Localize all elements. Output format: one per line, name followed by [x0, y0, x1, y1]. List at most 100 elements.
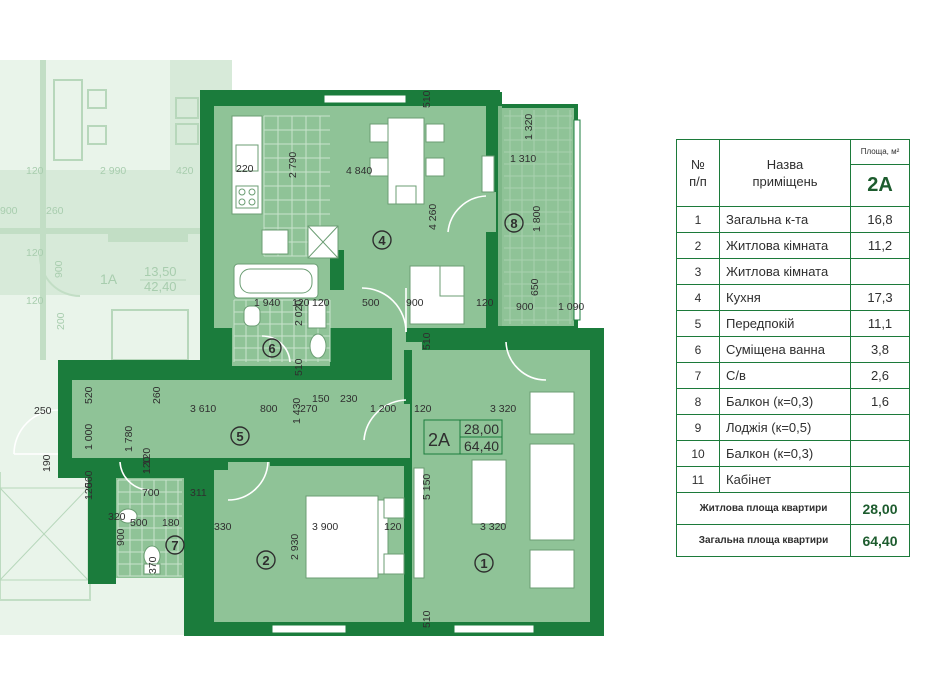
- dimension-label: 800: [260, 403, 278, 415]
- neighbor-dimension-label: 900: [53, 260, 65, 278]
- dimension-label: 120: [414, 403, 432, 415]
- room-marker-circle: [256, 550, 276, 570]
- room-marker-circle: [372, 230, 392, 250]
- room-marker-8: 8: [510, 216, 517, 231]
- total-area-value: 64,40: [850, 524, 910, 557]
- dimension-label: 3 900: [312, 521, 338, 533]
- total-area-row: Загальна площа квартири 64,40: [676, 524, 910, 557]
- neighbor-total: 42,40: [144, 279, 177, 294]
- legend-apartment-code: 2A: [867, 174, 893, 196]
- room-marker-circle: [165, 535, 185, 555]
- dimension-label: 2 930: [289, 534, 301, 560]
- dimension-label: 4 840: [346, 165, 372, 177]
- apartment-living: 28,00: [464, 421, 499, 437]
- dimension-label: 220: [236, 163, 254, 175]
- total-area-label: Загальна площа квартири: [676, 524, 851, 557]
- dimension-label: 150: [312, 393, 330, 405]
- legend-row-area: 1,6: [850, 388, 910, 415]
- legend-area-unit: Площа, м²: [851, 141, 909, 165]
- dimension-label: 250: [34, 405, 52, 417]
- dimension-label: 1 310: [510, 153, 536, 165]
- dimension-label: 2 790: [287, 152, 299, 178]
- dimension-label: 510: [293, 358, 305, 376]
- legend-row-name: Кабінет: [719, 466, 851, 493]
- room-marker-circle: [504, 213, 524, 233]
- legend-row-name: Передпокій: [719, 310, 851, 337]
- living-area-row: Житлова площа квартири 28,00: [676, 492, 910, 525]
- neighbor-code: 1A: [100, 271, 118, 287]
- room-marker-5: 5: [236, 429, 243, 444]
- legend-row-num: 2: [676, 232, 720, 259]
- dimension-label: 1 940: [254, 297, 280, 309]
- room-marker-circle: [262, 338, 282, 358]
- living-area-value: 28,00: [850, 492, 910, 525]
- legend-row-name: Житлова кімната: [719, 258, 851, 285]
- dimension-label: 3 610: [190, 403, 216, 415]
- neighbor-dimension-label: 420: [176, 165, 194, 177]
- dimension-label: 1 780: [123, 426, 135, 452]
- legend-row-name: Балкон (к=0,3): [719, 440, 851, 467]
- neighbor-dimension-label: 120: [26, 165, 44, 177]
- legend-row-area: 16,8: [850, 206, 910, 233]
- dimension-label: 900: [406, 297, 424, 309]
- room-marker-2: 2: [262, 553, 269, 568]
- legend-row-area: [850, 414, 910, 441]
- legend-row-num: 5: [676, 310, 720, 337]
- dimension-label: 120: [312, 297, 330, 309]
- neighbor-dimension-label: 120: [26, 247, 44, 259]
- dimension-label: 700: [142, 487, 160, 499]
- dimension-label: 650: [529, 278, 541, 296]
- dimension-label: 510: [421, 332, 433, 350]
- dimension-label: 1 090: [558, 301, 584, 313]
- legend-row-name: Кухня: [719, 284, 851, 311]
- legend-row-num: 9: [676, 414, 720, 441]
- neighbor-dimension-label: 900: [0, 205, 18, 217]
- dimension-label: 1 000: [83, 424, 95, 450]
- legend-row-name: Балкон (к=0,3): [719, 388, 851, 415]
- room-marker-circle: [230, 426, 250, 446]
- legend-row-num: 8: [676, 388, 720, 415]
- room-marker-1: 1: [480, 556, 487, 571]
- neighbor-dimension-label: 2 990: [100, 165, 126, 177]
- dimension-label: 900: [115, 528, 127, 546]
- legend-row-area: 2,6: [850, 362, 910, 389]
- legend-row-num: 1: [676, 206, 720, 233]
- dimension-label: 560: [83, 470, 95, 488]
- dimension-label: 120: [83, 482, 95, 500]
- dimension-label: 520: [83, 386, 95, 404]
- legend-row-num: 4: [676, 284, 720, 311]
- legend-row-area: [850, 258, 910, 285]
- room-marker-7: 7: [171, 538, 178, 553]
- legend-row-area: 3,8: [850, 336, 910, 363]
- dimension-label: 330: [214, 521, 232, 533]
- dimension-label: 120: [141, 456, 153, 474]
- dimension-label: 5 150: [421, 474, 433, 500]
- legend-row-area: 17,3: [850, 284, 910, 311]
- dimension-label: 270: [300, 403, 318, 415]
- living-area-label: Житлова площа квартири: [676, 492, 851, 525]
- furniture: [118, 115, 575, 589]
- room-marker-4: 4: [378, 233, 386, 248]
- dimension-label: 510: [421, 610, 433, 628]
- dimension-label: 1 320: [523, 114, 535, 140]
- legend-row-area: 11,1: [850, 310, 910, 337]
- legend-row-area: [850, 440, 910, 467]
- dimension-label: 370: [147, 556, 159, 574]
- apartment-code: 2A: [428, 430, 450, 450]
- dimension-label: 311: [190, 487, 207, 499]
- dimension-label: 120: [384, 521, 402, 533]
- dimension-label: 190: [41, 454, 53, 472]
